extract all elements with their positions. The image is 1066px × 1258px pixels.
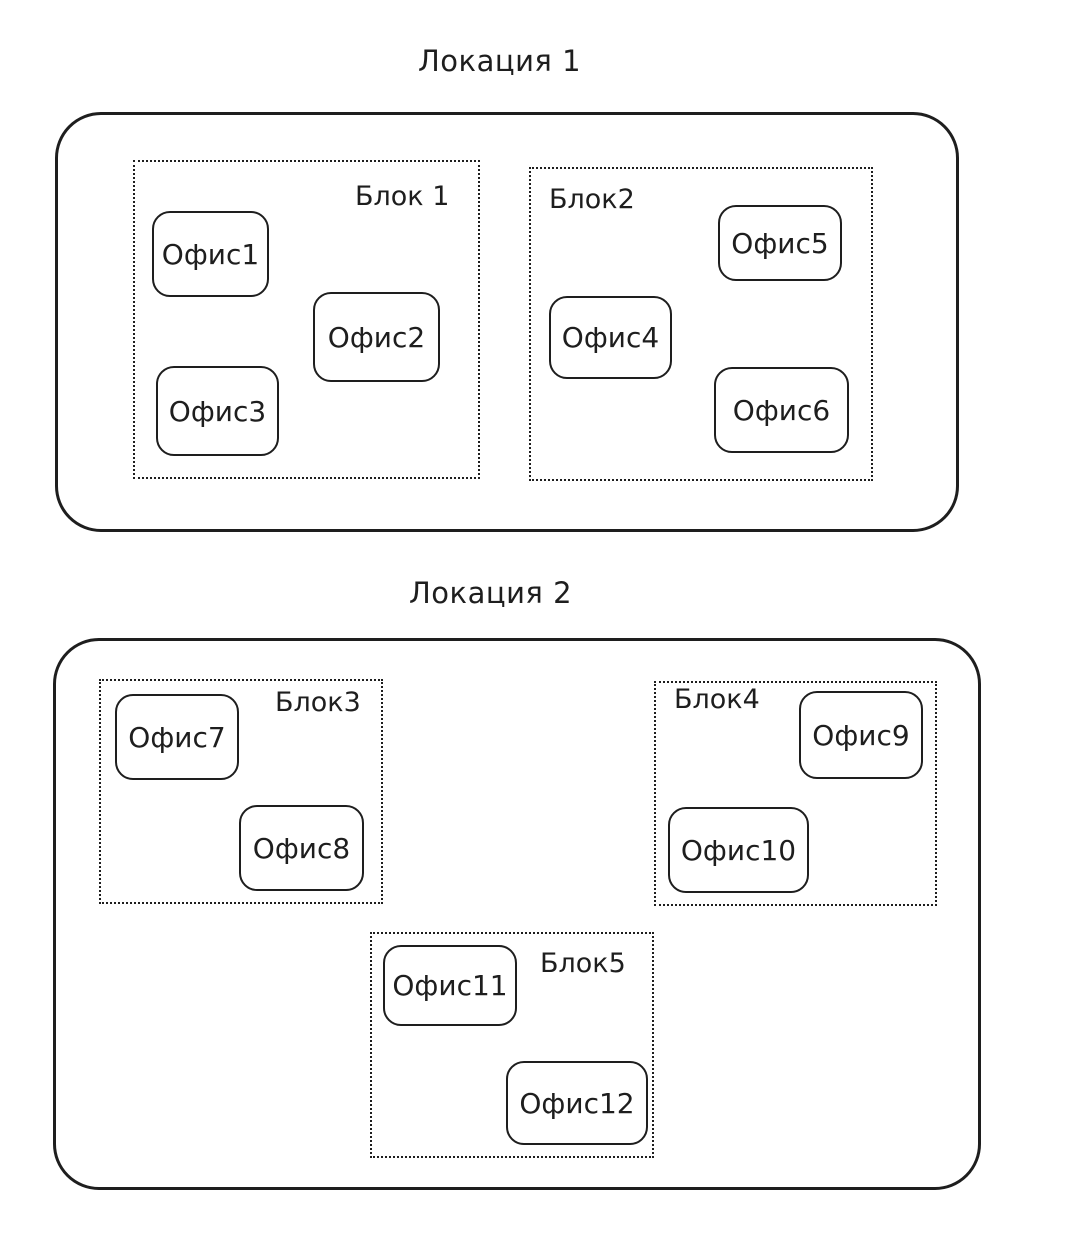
office-8: Офис8 (239, 805, 364, 891)
block-4 (654, 681, 937, 906)
location-2-title: Локация 2 (409, 576, 573, 610)
location-2-container (53, 638, 981, 1190)
office-10: Офис10 (668, 807, 809, 893)
office-9: Офис9 (799, 691, 923, 779)
office-7: Офис7 (115, 694, 239, 780)
block-5-label: Блок5 (540, 948, 626, 979)
office-12: Офис12 (506, 1061, 648, 1145)
office-1: Офис1 (152, 211, 269, 297)
block-3 (99, 679, 383, 904)
office-6: Офис6 (714, 367, 849, 453)
block-3-label: Блок3 (275, 687, 361, 718)
office-11: Офис11 (383, 945, 517, 1026)
block-5 (370, 932, 654, 1158)
office-4: Офис4 (549, 296, 672, 379)
location-1-container (55, 112, 959, 532)
block-2-label: Блок2 (549, 184, 635, 215)
office-5: Офис5 (718, 205, 842, 281)
location-1-title: Локация 1 (418, 44, 582, 78)
block-1-label: Блок 1 (355, 181, 450, 212)
office-2: Офис2 (313, 292, 440, 382)
office-3: Офис3 (156, 366, 279, 456)
block-4-label: Блок4 (674, 684, 760, 715)
block-2 (529, 167, 873, 481)
block-1 (133, 160, 480, 479)
